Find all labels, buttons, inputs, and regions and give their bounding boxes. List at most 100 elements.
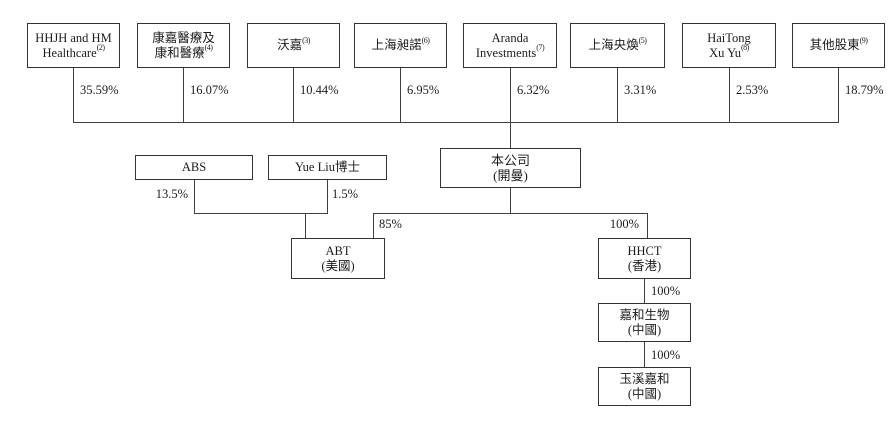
box-label-line: 嘉和生物 — [619, 308, 669, 323]
connector-line — [838, 68, 839, 122]
ownership-percentage: 6.32% — [517, 83, 550, 97]
jiahe-bio-box: 嘉和生物 (中國) — [598, 303, 691, 342]
box-label-line: Aranda — [492, 31, 529, 46]
ownership-percentage: 35.59% — [80, 83, 119, 97]
connector-line — [647, 214, 648, 238]
box-label-text: (香港) — [627, 258, 662, 273]
connector-line — [73, 68, 74, 122]
ownership-percentage: 6.95% — [407, 83, 440, 97]
hhct-box: HHCT (香港) — [598, 238, 691, 279]
ownership-percentage: 85% — [379, 217, 402, 231]
connector-line — [510, 123, 511, 148]
box-label-text: ABS — [181, 160, 207, 174]
box-label-text: HHJH and HM — [35, 30, 112, 45]
box-label-text: 沃嘉 — [277, 38, 303, 52]
box-label-text: Xu Yu — [709, 45, 741, 60]
connector-line — [194, 180, 195, 213]
footnote-ref: (3) — [302, 35, 310, 45]
connector-line — [644, 279, 645, 303]
box-label-text: Healthcare — [42, 45, 97, 60]
connector-line — [729, 68, 730, 122]
connector-line — [644, 342, 645, 367]
box-label-text: 上海央煥 — [588, 38, 639, 52]
yuxi-jiahe-box: 玉溪嘉和 (中國) — [598, 367, 691, 406]
box-label-text: Investments — [475, 45, 537, 60]
box-label-text: (開曼) — [493, 168, 528, 183]
box-label-text: Aranda — [491, 30, 529, 45]
connector-line — [373, 213, 648, 214]
shareholder-box-shanghai-yanghuan: 上海央煥(5) — [570, 23, 665, 68]
box-label-line: 康和醫療(4) — [154, 43, 213, 61]
box-label-text: 玉溪嘉和 — [619, 371, 670, 386]
ownership-percentage: 10.44% — [300, 83, 339, 97]
box-label-text: 其他股東 — [809, 38, 860, 52]
company-box: 本公司 (開曼) — [440, 148, 581, 188]
box-label-line: 沃嘉(3) — [277, 35, 310, 53]
box-label-text: (中國) — [627, 386, 662, 401]
footnote-ref: (4) — [204, 43, 213, 53]
connector-line — [510, 68, 511, 122]
shareholder-box-wojia: 沃嘉(3) — [247, 23, 340, 68]
connector-line — [293, 68, 294, 122]
connector-line — [327, 180, 328, 213]
box-label-line: HaiTong — [707, 31, 751, 46]
box-label-text: Yue Liu博士 — [295, 160, 360, 174]
shareholder-box-aranda-investments: Aranda Investments(7) — [463, 23, 557, 68]
footnote-ref: (5) — [638, 35, 647, 45]
box-label-text: 本公司 — [490, 153, 530, 168]
ownership-percentage: 1.5% — [332, 187, 359, 201]
ownership-percentage: 100% — [651, 348, 681, 362]
box-label-text: 上海昶諾 — [371, 38, 422, 52]
box-label-line: Xu Yu(8) — [709, 43, 749, 61]
abs-box: ABS — [135, 155, 253, 180]
connector-line — [73, 122, 839, 123]
box-label-line: (美國) — [321, 259, 354, 274]
footnote-ref: (2) — [96, 43, 105, 53]
box-label-line: ABT — [326, 244, 351, 259]
shareholder-box-other-shareholders: 其他股東(9) — [792, 23, 885, 68]
connector-line — [510, 188, 511, 213]
box-label-text: (中國) — [627, 322, 662, 337]
box-label-line: Investments(7) — [475, 43, 545, 61]
connector-line — [617, 68, 618, 122]
abt-box: ABT (美國) — [291, 238, 385, 279]
connector-line — [194, 213, 328, 214]
box-label-line: 康嘉醫療及 — [152, 31, 215, 46]
connector-line — [305, 214, 306, 238]
box-label-text: HHCT — [627, 243, 662, 258]
connector-line — [400, 68, 401, 122]
box-label-text: HaiTong — [707, 30, 751, 45]
ownership-percentage: 13.5% — [155, 187, 188, 201]
box-label-line: 上海央煥(5) — [588, 35, 647, 53]
box-label-line: Yue Liu博士 — [295, 160, 360, 175]
shareholder-box-haitong-xuyu: HaiTong Xu Yu(8) — [682, 23, 776, 68]
box-label-line: 玉溪嘉和 — [619, 372, 669, 387]
footnote-ref: (8) — [741, 43, 749, 53]
shareholder-box-kangjia-kanghe: 康嘉醫療及 康和醫療(4) — [137, 23, 230, 68]
ownership-percentage: 100% — [651, 284, 681, 298]
footnote-ref: (6) — [421, 35, 430, 45]
ownership-percentage: 18.79% — [845, 83, 884, 97]
box-label-line: HHJH and HM — [35, 31, 111, 46]
ownership-percentage: 16.07% — [190, 83, 229, 97]
box-label-text: 康和醫療 — [154, 45, 205, 60]
yue-liu-box: Yue Liu博士 — [268, 155, 387, 180]
ownership-percentage: 2.53% — [736, 83, 769, 97]
box-label-text: 康嘉醫療及 — [152, 30, 215, 45]
footnote-ref: (7) — [536, 43, 545, 53]
box-label-line: Healthcare(2) — [42, 43, 105, 61]
box-label-line: ABS — [182, 160, 206, 175]
box-label-line: (中國) — [628, 323, 661, 338]
box-label-line: (中國) — [628, 387, 661, 402]
box-label-line: (開曼) — [493, 168, 528, 183]
box-label-text: (美國) — [321, 258, 355, 273]
connector-line — [373, 214, 374, 238]
box-label-line: 上海昶諾(6) — [371, 35, 430, 53]
connector-line — [183, 68, 184, 122]
box-label-line: HHCT — [627, 244, 661, 259]
box-label-text: 嘉和生物 — [619, 307, 670, 322]
footnote-ref: (9) — [859, 35, 868, 45]
shareholder-box-shanghai-channuo: 上海昶諾(6) — [354, 23, 447, 68]
box-label-line: 其他股東(9) — [809, 35, 868, 53]
